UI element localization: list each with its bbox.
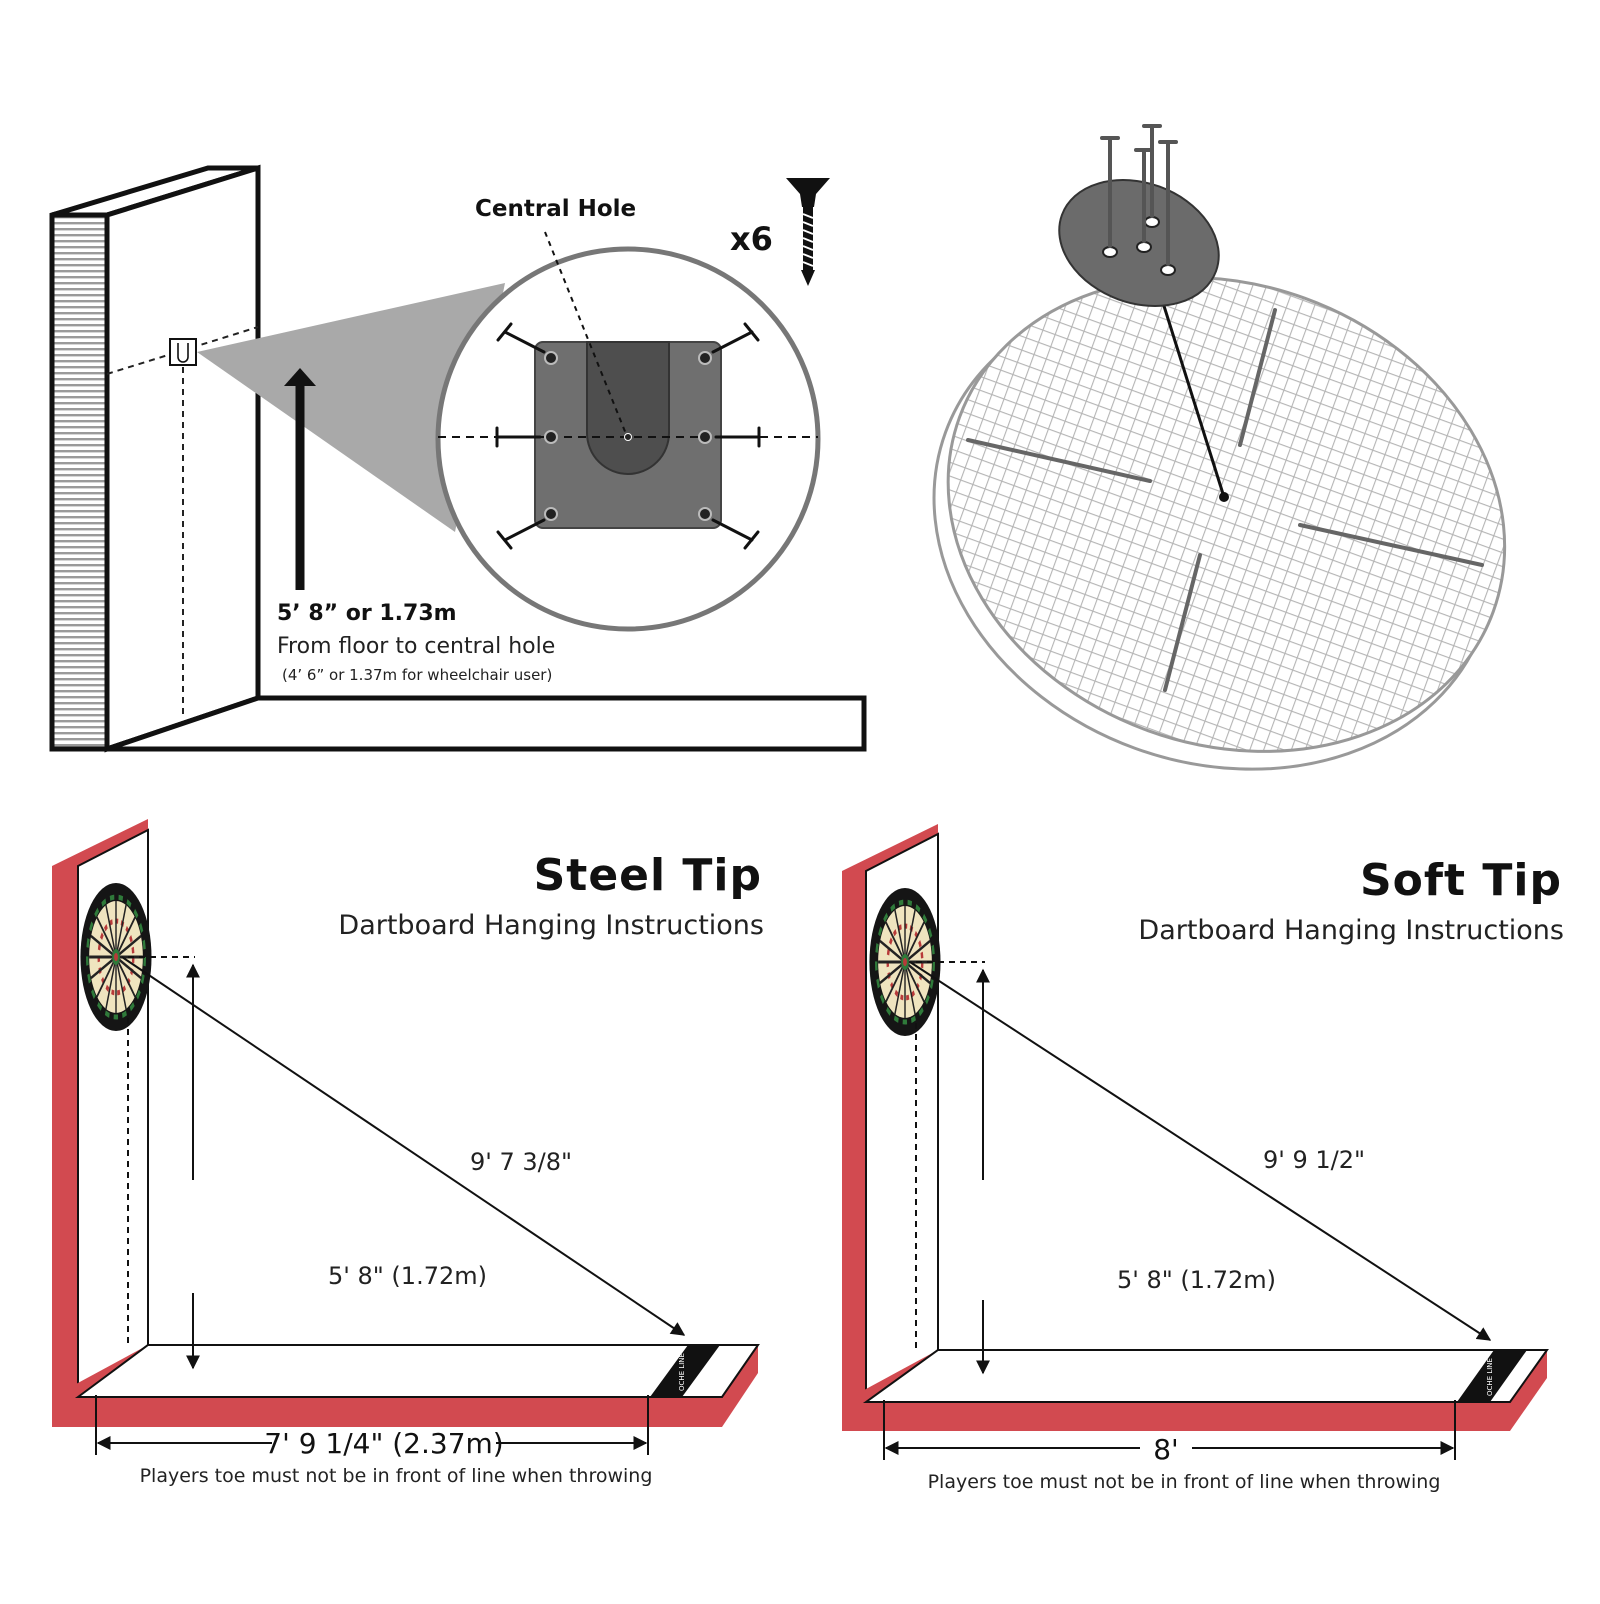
screw-icon — [711, 330, 754, 354]
central-hole — [624, 433, 632, 441]
steel-dartboard — [80, 883, 152, 1031]
central-hole-pointer — [544, 231, 627, 435]
wall-side-face — [49, 196, 110, 752]
height-description: From floor to central hole — [277, 634, 555, 659]
steel-toe-note: Players toe must not be in front of line… — [140, 1465, 653, 1487]
screw-count: x6 — [730, 220, 773, 258]
plate-screws — [1100, 124, 1178, 266]
dartboard-double-ring — [874, 899, 936, 1025]
board-slot — [1163, 553, 1202, 692]
screw-icon-threads — [802, 213, 814, 267]
screw-icon — [503, 518, 546, 542]
board-tilted — [932, 275, 1507, 771]
soft-diagonal-label: 9' 9 1/2" — [1263, 1146, 1365, 1174]
central-hole-label: Central Hole — [475, 196, 636, 222]
panel-soft-tip: OCHE LINE Soft Tip Dartboard Hanging Ins… — [842, 824, 1564, 1493]
screw-icon-head — [786, 178, 830, 207]
steel-diagonal-label: 9' 7 3/8" — [470, 1148, 572, 1176]
steel-floor-white — [74, 1344, 760, 1398]
bracket-screw-holes — [544, 351, 712, 521]
soft-distance-label: 8' — [1153, 1433, 1179, 1466]
screw-hole — [698, 351, 712, 365]
oche-line-text: OCHE LINE — [678, 1353, 686, 1391]
oche-line-text: OCHE LINE — [1486, 1358, 1494, 1396]
steel-height-label: 5' 8" (1.72m) — [328, 1262, 487, 1290]
soft-tip-subtitle: Dartboard Hanging Instructions — [1138, 915, 1564, 946]
soft-dartboard — [869, 888, 941, 1036]
screw-hole — [1160, 264, 1176, 276]
height-arrow-head — [284, 368, 316, 386]
dartboard-bullseye — [114, 953, 118, 961]
steel-tip-subtitle: Dartboard Hanging Instructions — [338, 910, 764, 941]
board-slot — [966, 438, 1152, 483]
soft-diagonal-arrow — [909, 961, 1492, 1341]
board-slot — [1298, 523, 1484, 567]
steel-oche-line — [650, 1345, 720, 1397]
steel-diagonal-arrow — [121, 956, 686, 1336]
panel-board-back — [932, 124, 1507, 771]
screw-hole — [1136, 241, 1152, 253]
bracket-center-line — [1162, 305, 1226, 498]
soft-tip-title: Soft Tip — [1360, 855, 1562, 906]
screw-head — [496, 530, 513, 550]
screw-hole — [1144, 216, 1160, 228]
soft-oche-line — [1457, 1350, 1527, 1402]
wheelchair-note: (4’ 6” or 1.37m for wheelchair user) — [282, 666, 552, 684]
panel-wall-mount: 5’ 8” or 1.73m From floor to central hol… — [49, 164, 867, 753]
panel-steel-tip: OCHE LINE Steel Tip Dartboard Hanging In… — [52, 819, 764, 1487]
screw-hole — [544, 430, 558, 444]
bracket-small — [169, 338, 197, 366]
soft-height-label: 5' 8" (1.72m) — [1117, 1266, 1276, 1294]
dartboard-bullseye — [903, 958, 907, 966]
screw-hole — [1102, 246, 1118, 258]
screw-icon-tip — [801, 270, 815, 286]
bracket-small-slot — [177, 343, 189, 363]
plate-holes — [1102, 216, 1176, 276]
screw-icon-shank — [803, 206, 813, 270]
board-back-face — [946, 275, 1507, 753]
screw-hole — [698, 430, 712, 444]
screw-head — [743, 322, 760, 342]
magnify-wedge — [197, 283, 505, 532]
floor-strip — [106, 695, 867, 752]
steel-tip-title: Steel Tip — [534, 850, 762, 901]
bracket-slot — [586, 341, 670, 475]
board-slot — [1238, 308, 1277, 447]
screw-head — [743, 530, 760, 550]
soft-floor-white — [862, 1349, 1549, 1403]
screws-around-bracket — [495, 322, 761, 550]
steel-distance-label: 7' 9 1/4" (2.37m) — [264, 1427, 503, 1460]
screw-icon — [503, 330, 546, 354]
screw-icon — [786, 178, 830, 286]
height-imperial: 5’ 8” or 1.73m — [277, 601, 457, 626]
screw-hole — [544, 507, 558, 521]
screw-icon — [711, 518, 754, 542]
soft-toe-note: Players toe must not be in front of line… — [928, 1471, 1441, 1493]
screw-head — [496, 322, 513, 342]
board-slots — [966, 308, 1484, 692]
screw-hole — [698, 507, 712, 521]
screw-hole — [544, 351, 558, 365]
